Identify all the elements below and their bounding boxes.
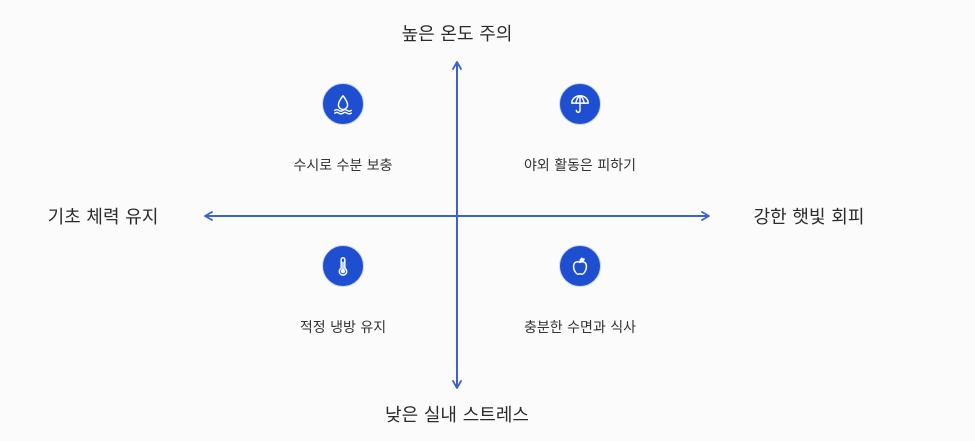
quadrant-bottom-right: 충분한 수면과 식사 (480, 245, 680, 337)
axis-label-right: 강한 햇빛 회피 (753, 207, 865, 228)
quadrant-top-right: 야외 활동은 피하기 (480, 83, 680, 175)
quadrant-label: 충분한 수면과 식사 (524, 320, 636, 336)
axis-label-bottom: 낮은 실내 스트레스 (385, 405, 529, 426)
quadrant-top-left: 수시로 수분 보충 (243, 83, 443, 175)
quadrant-label: 야외 활동은 피하기 (524, 158, 636, 174)
axis-label-top: 높은 온도 주의 (401, 24, 513, 45)
quadrant-label: 수시로 수분 보충 (293, 158, 393, 174)
thermometer-icon (322, 245, 364, 287)
apple-icon (559, 245, 601, 287)
axis-label-left: 기초 체력 유지 (47, 207, 159, 228)
quadrant-label: 적정 냉방 유지 (299, 320, 387, 336)
water-drop-icon (322, 83, 364, 125)
umbrella-icon (559, 83, 601, 125)
quadrant-bottom-left: 적정 냉방 유지 (243, 245, 443, 337)
